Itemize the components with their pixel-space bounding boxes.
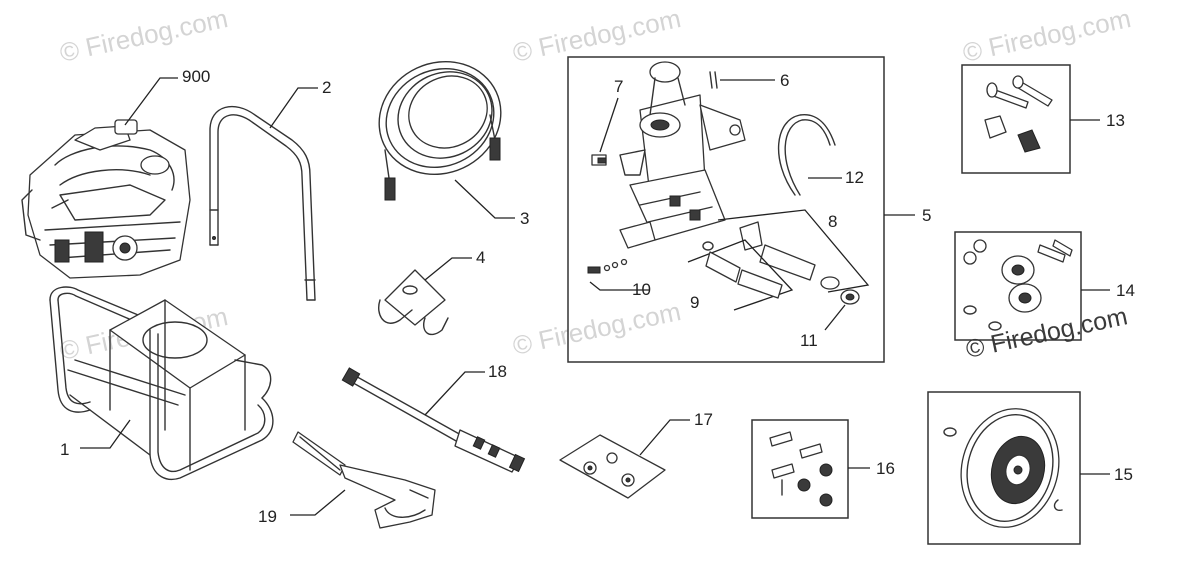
label-7: 7 <box>614 77 623 96</box>
watermark-2: © Firedog.com <box>510 3 683 68</box>
spray-gun-drawing <box>292 431 436 529</box>
callout-8: 8 <box>828 212 837 231</box>
lance-drawing <box>341 367 526 473</box>
pump-assembly-box <box>567 56 885 363</box>
wheel-box-15 <box>927 391 1081 545</box>
hose-drawing <box>378 60 502 201</box>
label-6: 6 <box>780 71 789 90</box>
part-9-drawing <box>687 239 794 311</box>
callout-13: 13 <box>1070 111 1125 130</box>
part-10-drawing <box>587 258 650 291</box>
callout-3: 3 <box>454 179 529 228</box>
callout-19: 19 <box>258 489 346 526</box>
label-900: 900 <box>182 67 210 86</box>
hardware-box-16 <box>751 419 849 519</box>
label-18: 18 <box>488 362 507 381</box>
engine-drawing <box>21 119 191 279</box>
callout-12: 12 <box>808 168 864 187</box>
callout-6: 6 <box>720 71 789 90</box>
label-11: 11 <box>800 331 818 350</box>
callout-4: 4 <box>424 248 485 281</box>
bolts-box-13 <box>961 64 1071 174</box>
callout-2: 2 <box>269 78 331 129</box>
label-8: 8 <box>828 212 837 231</box>
part-8-drawing <box>717 209 870 293</box>
label-15: 15 <box>1114 465 1133 484</box>
pump-drawing <box>619 61 746 249</box>
bracket-drawing <box>378 269 449 336</box>
wheel-kit-box-14 <box>954 231 1082 341</box>
callout-11: 11 <box>800 304 846 350</box>
label-14: 14 <box>1116 281 1135 300</box>
label-10: 10 <box>632 280 651 299</box>
callout-17: 17 <box>639 410 713 456</box>
watermark-5: © Firedog.com <box>510 296 683 361</box>
watermark-1: © Firedog.com <box>57 3 230 68</box>
label-2: 2 <box>322 78 331 97</box>
callout-9: 9 <box>690 293 699 312</box>
part-7-drawing <box>591 154 607 166</box>
handle-drawing <box>209 105 316 301</box>
callout-1: 1 <box>60 419 131 459</box>
label-4: 4 <box>476 248 485 267</box>
callout-18: 18 <box>424 362 507 416</box>
callout-7: 7 <box>599 77 623 153</box>
frame-drawing <box>49 286 274 481</box>
callout-900: 900 <box>124 67 210 126</box>
label-5: 5 <box>922 206 931 225</box>
watermark-highlight: © Firedog.com <box>963 302 1130 364</box>
hardware-bag-drawing <box>559 434 666 499</box>
callout-10: 10 <box>632 280 651 299</box>
part-11-drawing <box>840 289 860 305</box>
callout-15: 15 <box>1080 465 1133 484</box>
part-12-drawing <box>777 114 836 196</box>
label-13: 13 <box>1106 111 1125 130</box>
label-16: 16 <box>876 459 895 478</box>
callout-14: 14 <box>1081 281 1135 300</box>
watermark-3: © Firedog.com <box>960 3 1133 68</box>
label-19: 19 <box>258 507 277 526</box>
part-6-drawing <box>709 71 718 89</box>
label-9: 9 <box>690 293 699 312</box>
label-17: 17 <box>694 410 713 429</box>
label-12: 12 <box>845 168 864 187</box>
label-3: 3 <box>520 209 529 228</box>
callout-5: 5 <box>884 206 931 225</box>
label-1: 1 <box>60 440 69 459</box>
callout-16: 16 <box>848 459 895 478</box>
